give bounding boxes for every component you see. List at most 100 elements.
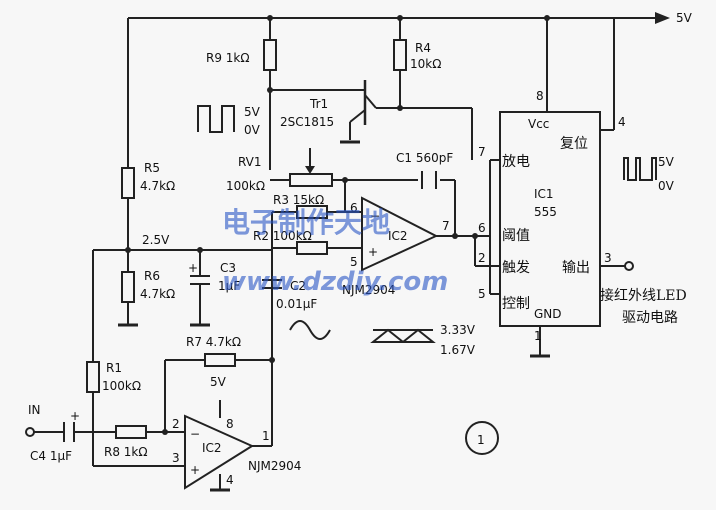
ic2-upper-minus: −: [370, 209, 380, 223]
c3-name: C3: [220, 261, 236, 275]
ic1-output-label: 输出: [562, 260, 590, 276]
pulse-0v-label: 0V: [244, 123, 261, 137]
pulse-5v-label: 5V: [244, 105, 261, 119]
ic2-lower-pin8: 8: [226, 417, 234, 431]
ic1-pin2: 2: [478, 251, 486, 265]
r6-name: R6: [144, 269, 160, 283]
ic2-lower-pin3: 3: [172, 451, 180, 465]
ic2-lower-minus: −: [190, 427, 200, 441]
ic2-lower-pin4: 4: [226, 473, 234, 487]
ic2-lower-vcc-label: 5V: [210, 375, 227, 389]
c4-plus-label: +: [70, 409, 80, 423]
component-r8: [115, 425, 147, 439]
watermark-url: www.dzdiy.com: [222, 267, 448, 297]
ic1-pin6: 6: [478, 221, 486, 235]
component-c2: [262, 279, 282, 289]
ic1-pin8: 8: [536, 89, 544, 103]
r1-value: 100kΩ: [102, 379, 141, 393]
ic2-lower-plus: +: [190, 463, 200, 477]
ic1-pin7: 7: [478, 145, 486, 159]
ic1-pin3: 3: [604, 251, 612, 265]
ic1-pin1: 1: [534, 329, 542, 343]
ic2-upper-part: NJM2904: [342, 283, 395, 297]
component-r5: [121, 167, 135, 199]
c2-value: 0.01μF: [276, 297, 317, 311]
rv1-name: RV1: [238, 155, 262, 169]
component-r3: [296, 205, 328, 219]
ic2-lower-part: NJM2904: [248, 459, 301, 473]
ir-led-note-line2: 驱动电路: [622, 310, 678, 326]
tr1-part: 2SC1815: [280, 115, 334, 129]
tr1-name: Tr1: [309, 97, 328, 111]
ic1-trigger-label: 触发: [502, 260, 530, 276]
component-ic2-upper: [361, 196, 439, 272]
c3-plus-label: +: [188, 261, 198, 275]
c3-value: 1μF: [218, 279, 240, 293]
terminals: [25, 261, 634, 437]
ic1-part: 555: [534, 205, 557, 219]
component-r4: [393, 39, 407, 71]
r4-value: 10kΩ: [410, 57, 441, 71]
ic1-gnd-label: GND: [534, 307, 562, 321]
waveforms: [197, 105, 657, 340]
ic1-pin4: 4: [618, 115, 626, 129]
ic2-upper-pin6: 6: [350, 201, 358, 215]
ic2-upper-plus: +: [368, 245, 378, 259]
vcc-5v-label: 5V: [676, 11, 693, 25]
r4-name: R4: [415, 41, 431, 55]
ic2-upper-label: IC2: [388, 229, 408, 243]
figure-number-circle: [465, 421, 499, 455]
ic1-control-label: 控制: [502, 296, 530, 312]
ir-led-note-line1: 接红外线LED: [600, 287, 687, 304]
r7-label: R7 4.7kΩ: [186, 335, 241, 349]
component-c3: [190, 275, 210, 285]
bias-voltage-label: 2.5V: [142, 233, 170, 247]
out-pulse-5v-label: 5V: [658, 155, 675, 169]
ic1-vcc-label: Vcc: [528, 117, 549, 131]
component-c1: [421, 171, 437, 189]
ic1-pin5: 5: [478, 287, 486, 301]
rv1-value: 100kΩ: [226, 179, 265, 193]
junctions: [125, 15, 550, 435]
component-r2: [296, 241, 328, 255]
component-r7: [204, 353, 236, 367]
r5-value: 4.7kΩ: [140, 179, 175, 193]
ground-symbols: [118, 323, 550, 492]
watermark-cn: 电子制作天地: [222, 206, 390, 239]
component-ic1-555: [499, 111, 601, 327]
input-label: IN: [28, 403, 41, 417]
ic2-lower-pin1: 1: [262, 429, 270, 443]
component-r9: [263, 39, 277, 71]
ic2-upper-pin7: 7: [442, 219, 450, 233]
component-ic2-lower: [184, 414, 255, 490]
component-c4: [63, 422, 75, 442]
wiring: [34, 12, 670, 490]
r6-value: 4.7kΩ: [140, 287, 175, 301]
figure-number: 1: [477, 433, 485, 447]
r5-name: R5: [144, 161, 160, 175]
r3-label: R3 15kΩ: [273, 193, 324, 207]
ic1-name: IC1: [534, 187, 554, 201]
component-zener: [370, 328, 436, 343]
out-pulse-0v-label: 0V: [658, 179, 675, 193]
r8-label: R8 1kΩ: [104, 445, 148, 459]
zener-low-label: 1.67V: [440, 343, 476, 357]
ic2-lower-pin2: 2: [172, 417, 180, 431]
ic1-reset-label: 复位: [560, 135, 588, 152]
r2-label: R2 100kΩ: [253, 229, 312, 243]
ic1-discharge-label: 放电: [502, 154, 530, 170]
r9-label: R9 1kΩ: [206, 51, 250, 65]
component-r1: [86, 361, 100, 393]
c1-label: C1 560pF: [396, 151, 453, 165]
r1-name: R1: [106, 361, 122, 375]
ic1-threshold-label: 阈值: [502, 228, 530, 244]
component-tr1: [340, 80, 377, 144]
ic2-upper-pin5: 5: [350, 255, 358, 269]
component-rv1: [289, 166, 333, 187]
zener-high-label: 3.33V: [440, 323, 476, 337]
ic2-lower-label: IC2: [202, 441, 222, 455]
c4-label: C4 1μF: [30, 449, 72, 463]
c2-name: C2: [290, 279, 306, 293]
